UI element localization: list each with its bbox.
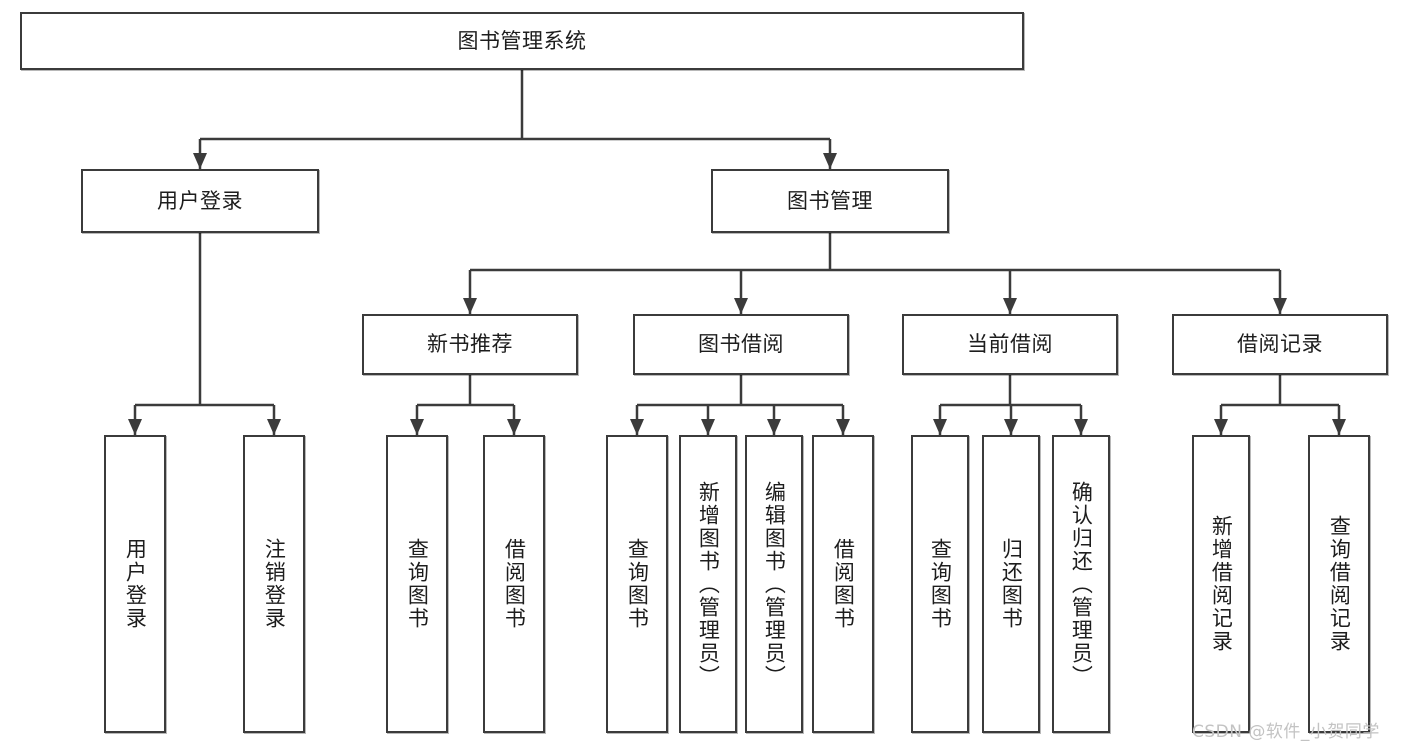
leaf-node-leaf-borrow-book-2[interactable]: 借阅图书 [812,435,874,733]
level3-node-new-book-recommend[interactable]: 新书推荐 [362,314,578,375]
node-label: 用户登录 [157,188,243,213]
node-label: 借阅记录 [1237,332,1323,357]
arrow-leaf-borrow-book-1-head [507,419,521,435]
arrow-leaf-query-book-3-head [933,419,947,435]
arrow-leaf-confirm-return-head [1074,419,1088,435]
node-label: 图书借阅 [698,332,784,357]
arrow-leaf-query-borrow-record-head [1332,419,1346,435]
arrow-leaf-add-borrow-record-head [1214,419,1228,435]
node-label: 查询图书 [405,538,430,630]
arrow-leaf-edit-book-head [767,419,781,435]
arrow-user-login-head [193,153,207,169]
node-label: 查询借阅记录 [1327,515,1352,653]
arrow-leaf-borrow-book-2-head [836,419,850,435]
level3-node-book-borrow[interactable]: 图书借阅 [633,314,849,375]
leaf-node-leaf-logout-login[interactable]: 注销登录 [243,435,305,733]
leaf-node-leaf-edit-book[interactable]: 编辑图书（管理员） [745,435,803,733]
arrow-leaf-return-book-head [1004,419,1018,435]
node-label: 图书管理系统 [457,28,587,53]
leaf-node-leaf-add-book[interactable]: 新增图书（管理员） [679,435,737,733]
leaf-node-leaf-query-borrow-record[interactable]: 查询借阅记录 [1308,435,1370,733]
arrow-new-book-recommend-head [463,298,477,314]
node-label: 编辑图书（管理员） [762,480,787,688]
arrow-leaf-logout-login-head [267,419,281,435]
level3-node-current-borrow[interactable]: 当前借阅 [902,314,1118,375]
node-label: 确认归还（管理员） [1069,480,1094,688]
leaf-node-leaf-query-book-3[interactable]: 查询图书 [911,435,969,733]
leaf-node-leaf-confirm-return[interactable]: 确认归还（管理员） [1052,435,1110,733]
csdn-watermark: CSDN @软件_小贺同学 [1192,722,1380,742]
node-label: 新增图书（管理员） [696,480,721,688]
arrow-leaf-query-book-2-head [630,419,644,435]
leaf-node-leaf-query-book-2[interactable]: 查询图书 [606,435,668,733]
connector-lines [128,70,1346,435]
arrow-leaf-add-book-head [701,419,715,435]
root-node-root[interactable]: 图书管理系统 [20,12,1024,70]
node-label: 当前借阅 [967,332,1053,357]
node-label: 查询图书 [625,538,650,630]
leaf-node-leaf-return-book[interactable]: 归还图书 [982,435,1040,733]
node-label: 归还图书 [999,538,1024,630]
node-label: 查询图书 [928,538,953,630]
node-label: 新书推荐 [427,332,513,357]
node-label: 新增借阅记录 [1209,515,1234,653]
level2-node-book-management[interactable]: 图书管理 [711,169,949,233]
arrow-book-borrow-head [734,298,748,314]
arrow-leaf-query-book-1-head [410,419,424,435]
node-label: 用户登录 [123,538,148,630]
level2-node-user-login[interactable]: 用户登录 [81,169,319,233]
node-label: 借阅图书 [831,538,856,630]
leaf-node-leaf-query-book-1[interactable]: 查询图书 [386,435,448,733]
node-label: 图书管理 [787,188,873,213]
leaf-node-leaf-borrow-book-1[interactable]: 借阅图书 [483,435,545,733]
arrow-borrow-record-head [1273,298,1287,314]
node-label: 注销登录 [262,538,287,630]
arrow-book-management-head [823,153,837,169]
level3-node-borrow-record[interactable]: 借阅记录 [1172,314,1388,375]
leaf-node-leaf-add-borrow-record[interactable]: 新增借阅记录 [1192,435,1250,733]
arrow-leaf-user-login-head [128,419,142,435]
arrow-current-borrow-head [1003,298,1017,314]
leaf-node-leaf-user-login[interactable]: 用户登录 [104,435,166,733]
node-label: 借阅图书 [502,538,527,630]
